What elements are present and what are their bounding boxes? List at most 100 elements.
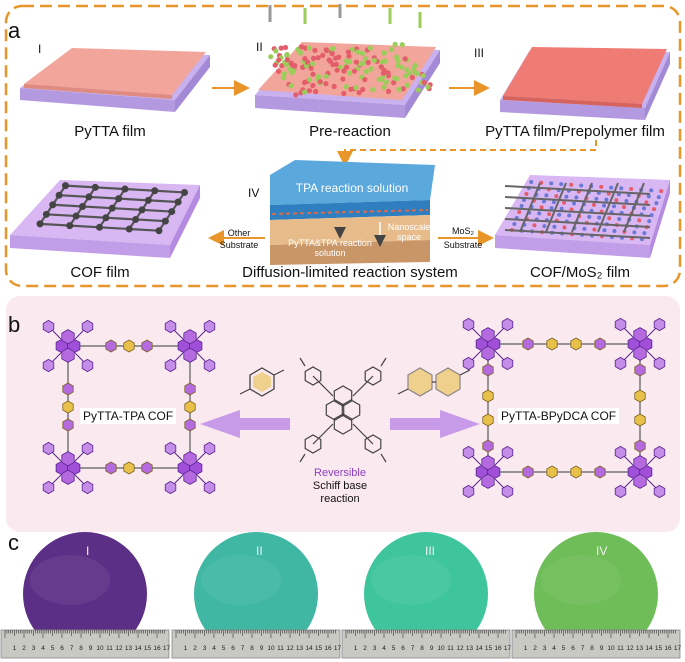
substrate-label-right: Substrate [443, 240, 483, 250]
ruler-number: 13 [636, 645, 644, 652]
monomer-dot [420, 73, 426, 79]
ruler-number: 2 [363, 645, 367, 652]
monomer-dot [313, 88, 319, 95]
pytta-monomer-structure [299, 357, 387, 463]
monomer-dot [306, 45, 312, 51]
monomer-dot [276, 68, 282, 74]
reactor-illustration [270, 160, 435, 265]
mos2-dot [652, 207, 656, 212]
monomer-dot [299, 44, 305, 50]
mos2-dot [612, 229, 617, 233]
ruler-1 [0, 629, 170, 659]
monomer-dot [331, 83, 337, 90]
ruler-number: 2 [22, 645, 26, 652]
monomer-dot [385, 70, 391, 76]
monomer-dot [306, 88, 312, 94]
ruler-number: 8 [420, 645, 424, 652]
monomer-dot [282, 44, 289, 51]
mos2-dot [656, 195, 661, 200]
ruler-number: 6 [401, 645, 405, 652]
monomer-dot [382, 58, 388, 64]
cof-node [174, 198, 182, 206]
monomer-dot [383, 79, 389, 85]
ruler-number: 10 [267, 645, 275, 652]
monomer-dot [395, 63, 401, 69]
mos2-dot [579, 183, 584, 188]
ruler-number: 15 [315, 645, 323, 652]
wafer-1 [23, 532, 147, 656]
mos2-dot [649, 188, 654, 193]
ruler-number: 15 [655, 645, 663, 652]
ruler-number: 5 [51, 645, 55, 652]
mos2-dot [559, 182, 564, 187]
monomer-dot [381, 84, 387, 90]
cof-node [66, 222, 74, 230]
monomer-dot [399, 64, 405, 70]
monomer-dot [316, 73, 322, 80]
monomer-dot [396, 86, 402, 92]
mos2-dot [659, 189, 664, 194]
step-iii-numeral: III [474, 46, 485, 60]
ruler-number: 14 [475, 645, 483, 652]
cof-node [42, 210, 50, 218]
ruler-number: 1 [184, 645, 188, 652]
nanoscale-label-1: Nanoscale [387, 222, 431, 232]
mos2-dot [642, 231, 647, 236]
ruler-number: 17 [504, 645, 512, 652]
monomer-dot [317, 79, 323, 85]
tpa-molecule [239, 367, 285, 397]
monomer-dot [343, 84, 349, 90]
prepolymer-film-illustration [500, 47, 670, 120]
ruler-number: 14 [134, 645, 142, 652]
ruler-number: 16 [153, 645, 161, 652]
cof-node [132, 215, 140, 223]
pre-reaction-illustration [255, 4, 440, 118]
ruler-2 [171, 629, 341, 659]
monomer-dot [415, 87, 421, 93]
monomer-dot [334, 67, 340, 73]
reactor-bottom-label-2: solution [314, 248, 346, 258]
cof-node [151, 187, 159, 195]
monomer-dot [288, 83, 294, 89]
cof-node [121, 185, 129, 193]
mos2-dot [649, 213, 654, 218]
mos2-dot [542, 224, 547, 229]
monomer-dot [310, 61, 316, 67]
monomer-dot [402, 56, 408, 62]
mos2-dot [512, 222, 517, 226]
monomer-dot [302, 89, 308, 95]
cof-node [108, 204, 116, 212]
mos2-dot [567, 213, 572, 218]
pytta-film-caption: PyTTA film [74, 123, 146, 140]
mos2-dot [582, 226, 587, 231]
monomer-dot [353, 59, 359, 65]
cof-mos2-caption: COF/MoS₂ film [530, 264, 630, 281]
monomer-dot [365, 59, 371, 66]
ruler-number: 14 [305, 645, 313, 652]
monomer-dot [310, 82, 316, 89]
ruler-number: 12 [456, 645, 464, 652]
ruler-number: 7 [581, 645, 585, 652]
reactor-bottom-label-1: PyTTA&TPA reaction [288, 238, 372, 248]
monomer-dot [363, 56, 369, 62]
monomer-dot [421, 79, 427, 86]
mos2-dot [629, 187, 634, 191]
ruler-number: 1 [13, 645, 17, 652]
monomer-dot [320, 52, 326, 58]
mos2-dot [549, 206, 554, 211]
mos2-dot [554, 194, 559, 199]
cof-film-caption: COF film [70, 264, 130, 281]
monomer-dot [348, 86, 354, 92]
monomer-dot [310, 55, 317, 62]
monomer-dot [353, 85, 359, 91]
reactor-top-label: TPA reaction solution [295, 181, 409, 195]
left-reaction-arrow [200, 410, 290, 438]
mos2-dot [612, 204, 616, 209]
cof-node [79, 202, 86, 210]
mos2-dot [564, 194, 569, 199]
cof-node [85, 193, 93, 201]
monomer-dot [360, 60, 366, 66]
cof-node [138, 206, 146, 214]
monomer-dot [293, 92, 299, 98]
cof-node [72, 212, 80, 220]
